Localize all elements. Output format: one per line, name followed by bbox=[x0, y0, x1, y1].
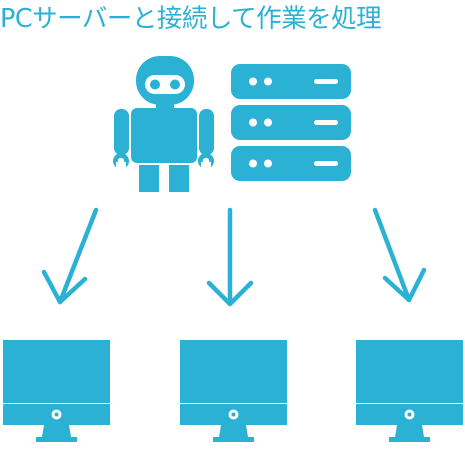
diagram-title: PCサーバーと接続して作業を処理 bbox=[0, 4, 382, 34]
computer-left-icon bbox=[3, 340, 110, 442]
arrow-center-down-icon bbox=[206, 207, 254, 307]
arrow-left-down-icon bbox=[41, 207, 99, 305]
arrow-right-down-icon bbox=[372, 207, 427, 303]
robot-icon bbox=[113, 56, 214, 192]
computer-center-icon bbox=[180, 340, 287, 442]
server-rack-icon bbox=[231, 64, 351, 181]
computer-right-icon bbox=[356, 340, 463, 442]
